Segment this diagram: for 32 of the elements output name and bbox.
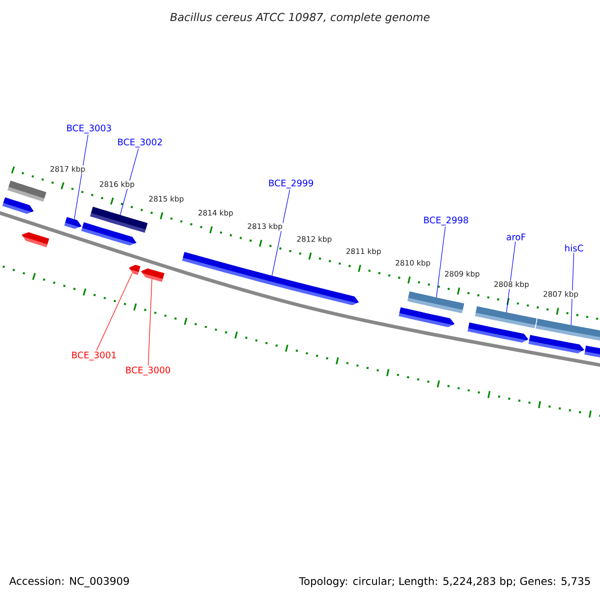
gene-box bbox=[536, 318, 600, 342]
gene-box bbox=[474, 306, 537, 328]
leader-line bbox=[272, 189, 290, 276]
gene-box bbox=[7, 180, 46, 202]
leader-line bbox=[436, 226, 446, 298]
title: Bacillus cereus ATCC 10987, complete genome bbox=[170, 12, 430, 24]
gene-block bbox=[22, 232, 50, 248]
gene-block bbox=[64, 217, 82, 229]
leader-line bbox=[96, 273, 132, 351]
gene-box bbox=[584, 346, 600, 358]
gene-block bbox=[2, 197, 34, 214]
gene-label: hisC bbox=[565, 244, 584, 252]
leader-line bbox=[570, 252, 574, 326]
accession-text: Accession: NC_003909 bbox=[9, 576, 129, 588]
gene-label: BCE_3002 bbox=[118, 138, 162, 148]
gene-box bbox=[407, 291, 464, 314]
gene-label: BCE_2999 bbox=[269, 180, 314, 188]
leader-line bbox=[506, 241, 516, 313]
gene-block bbox=[141, 268, 164, 282]
gene-block bbox=[528, 335, 584, 354]
gene-label: BCE_3003 bbox=[67, 124, 111, 134]
gene-label: aroF bbox=[506, 234, 526, 240]
leader-line bbox=[74, 134, 88, 220]
gene-block bbox=[398, 307, 455, 328]
gene-block bbox=[468, 322, 528, 343]
genome-summary-text: Topology: circular; Length: 5,224,283 bp; Genes: 5,735 bbox=[299, 576, 590, 588]
gene-box bbox=[90, 206, 148, 233]
gene-block bbox=[129, 264, 140, 275]
gene-label: BCE_2998 bbox=[424, 216, 468, 226]
gene-label: BCE_3001 bbox=[72, 352, 116, 360]
leader-line bbox=[148, 278, 152, 366]
gene-label: BCE_3000 bbox=[126, 366, 170, 376]
